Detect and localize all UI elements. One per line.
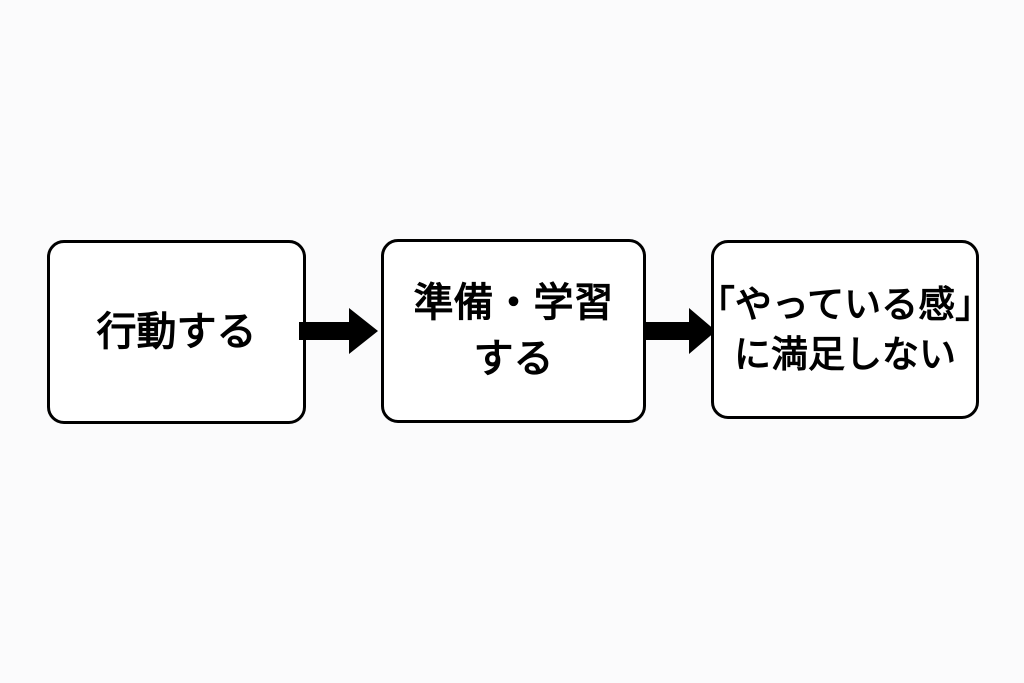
flow-node-2-label: 準備・学習 する xyxy=(413,281,614,381)
arrow-right-icon-2-svg xyxy=(645,308,716,354)
flow-node-1-label: 行動する xyxy=(96,310,257,354)
arrow-right-icon-1-svg xyxy=(299,308,378,354)
arrow-right-icon-1 xyxy=(299,308,379,354)
flow-node-1[interactable]: 行動する xyxy=(47,240,306,424)
flow-node-3[interactable]: 「やっている感」 に満足しない xyxy=(698,240,992,419)
arrow-right-icon-2 xyxy=(645,308,717,354)
flow-node-3-label: 「やっている感」 に満足しない xyxy=(697,283,993,375)
flow-node-2[interactable]: 準備・学習 する xyxy=(381,239,646,423)
